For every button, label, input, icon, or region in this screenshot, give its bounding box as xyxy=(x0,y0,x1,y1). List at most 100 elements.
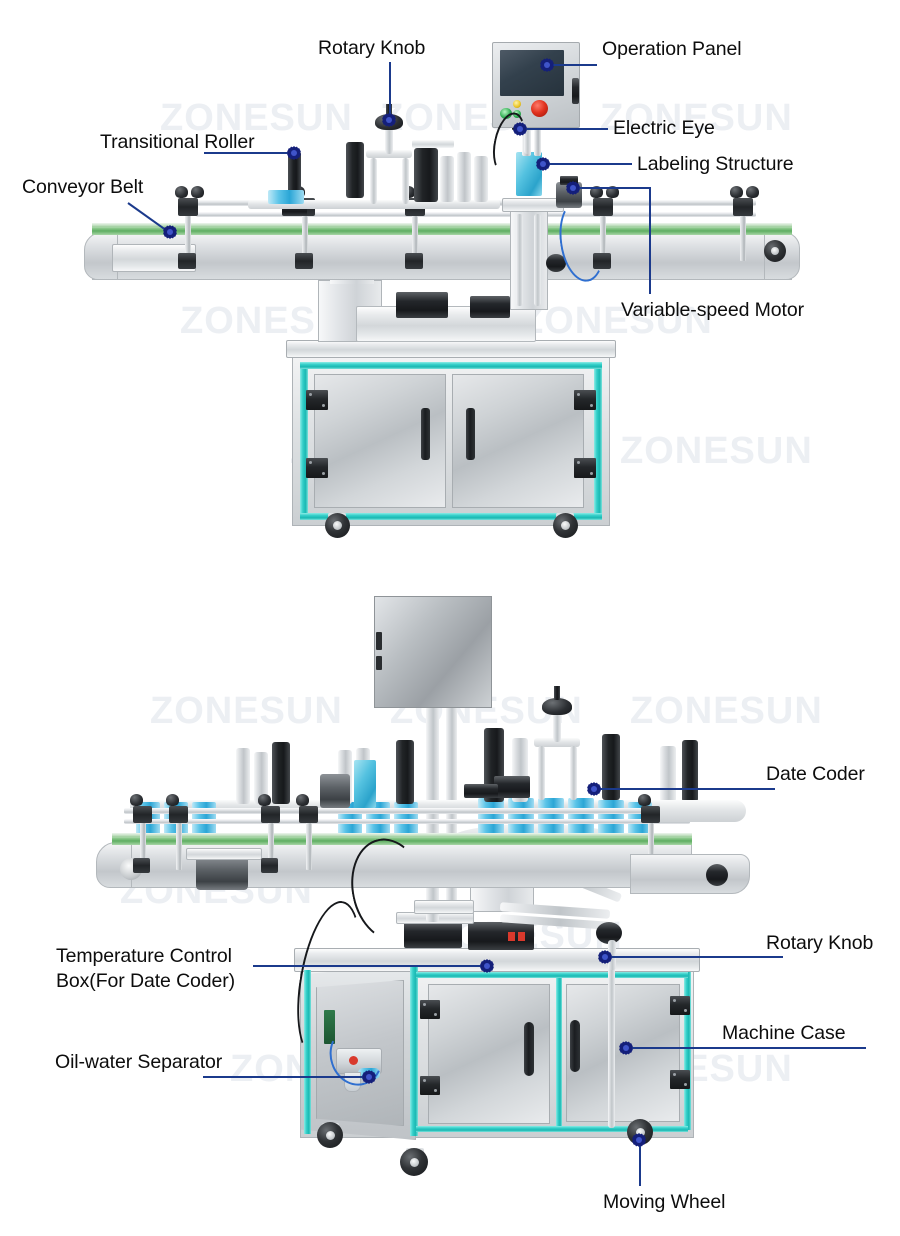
label-deck-plate xyxy=(248,200,500,209)
print-head xyxy=(494,776,530,798)
label-reel xyxy=(254,752,268,804)
bottle xyxy=(568,798,594,836)
annotation-label-rotary-knob: Rotary Knob xyxy=(318,37,426,59)
bottle xyxy=(538,798,564,836)
door-hinge xyxy=(574,458,596,478)
exit-roller xyxy=(706,864,728,886)
annotation-label-oil-water-separator: Oil-water Separator xyxy=(55,1051,223,1073)
conveyor-belt xyxy=(92,226,792,235)
marker-dot-transitional-roller xyxy=(287,146,301,160)
leader-line-rotary-knob xyxy=(605,956,783,958)
door-hinge xyxy=(420,1000,440,1019)
leader-line-transitional-roller xyxy=(204,152,294,154)
cabinet-frame-top-rail xyxy=(416,972,688,978)
door-handle-right[interactable] xyxy=(466,408,475,460)
bottle xyxy=(508,798,534,836)
leader-line-electric-eye xyxy=(520,128,608,130)
label-reel xyxy=(440,156,454,202)
marker-dot-electric-eye xyxy=(513,122,527,136)
reel-bracket xyxy=(412,140,454,148)
emergency-stop-button[interactable] xyxy=(531,100,548,117)
coder-column-base xyxy=(414,900,474,914)
leader-line-date-coder xyxy=(594,788,775,790)
temp-box-indicator xyxy=(518,932,525,941)
annotation-label-operation-panel: Operation Panel xyxy=(602,38,742,60)
conveyor-drive-motor xyxy=(196,856,248,890)
pressure-indicator-red xyxy=(349,1056,358,1065)
label-reel-core xyxy=(346,142,364,198)
door-hinge xyxy=(420,1076,440,1095)
labeling-guide-tube xyxy=(534,126,541,156)
label-reel xyxy=(236,748,250,804)
conveyor-belt-surface xyxy=(92,223,792,227)
door-hinge xyxy=(574,390,596,410)
caster-hub xyxy=(561,521,570,530)
cabinet-frame-bottom xyxy=(300,513,602,520)
leader-line-operation-panel xyxy=(547,64,597,66)
rotary-knob-top-deck[interactable] xyxy=(542,698,572,715)
door-hinge xyxy=(670,1070,690,1089)
annotation-label-date-coder: Date Coder xyxy=(766,763,865,785)
annotation-label-labeling-structure: Labeling Structure xyxy=(637,153,794,175)
marker-dot-temperature-control-box xyxy=(480,959,494,973)
panel-side-bracket xyxy=(572,78,579,104)
cabinet-frame-bottom-rail xyxy=(416,1126,688,1132)
cabinet-frame-left xyxy=(300,362,308,520)
conveyor-exit-plate xyxy=(660,800,746,822)
leader-line-temperature-control-box xyxy=(253,965,487,967)
door-handle-left[interactable] xyxy=(524,1022,534,1076)
indicator-lamp-green xyxy=(513,110,521,118)
guide-rail-lower xyxy=(196,212,756,217)
panel-support-post xyxy=(524,128,531,154)
door-hinge xyxy=(306,458,328,478)
marker-dot-variable-speed-motor xyxy=(566,181,580,195)
support-pillar xyxy=(538,746,545,800)
label-reel-core xyxy=(414,148,438,202)
top-knob-platform xyxy=(534,738,580,747)
labeling-head-plate xyxy=(502,198,564,212)
cabinet-frame-mid xyxy=(556,972,562,1132)
coder-column xyxy=(426,706,439,922)
door-handle-right[interactable] xyxy=(570,1020,580,1072)
figure-bottom-view: ZONESUN ZONESUN ZONESUN ZONESUN ZONESUN … xyxy=(0,570,900,1236)
label-reel-core xyxy=(396,740,414,804)
conveyor-exit-frame xyxy=(630,854,750,894)
door-support-rod xyxy=(608,954,615,1128)
support-pillar xyxy=(570,746,577,800)
figure-top-view: ZONESUN ZONESUN ZONESUN ZONESUN ZONESUN … xyxy=(0,0,900,570)
annotation-label-variable-speed-motor: Variable-speed Motor xyxy=(621,299,804,321)
control-box xyxy=(396,292,448,318)
knob-stem xyxy=(554,686,560,700)
annotation-label-machine-case: Machine Case xyxy=(722,1022,846,1044)
cabinet-frame-corner xyxy=(410,966,418,1136)
operation-panel-screen[interactable] xyxy=(500,50,564,96)
bottle xyxy=(598,800,624,836)
leader-line-variable-speed-motor-v xyxy=(649,187,651,294)
door-handle-left[interactable] xyxy=(421,408,430,460)
watermark: ZONESUN xyxy=(630,690,823,732)
caster-hub xyxy=(333,521,342,530)
drive-motor xyxy=(320,774,350,808)
label-reel xyxy=(660,746,676,802)
temp-box-indicator xyxy=(508,932,515,941)
annotation-label-temperature-control-box: Temperature Control Box(For Date Coder) xyxy=(56,945,236,992)
indicator-lamp-yellow xyxy=(513,100,521,108)
watermark: ZONESUN xyxy=(620,430,813,472)
conveyor-belt-surface xyxy=(112,833,692,837)
knob-adjust-post xyxy=(608,940,616,970)
support-pillar xyxy=(402,158,409,204)
labeling-head-knob[interactable] xyxy=(546,254,566,272)
date-coder-latch xyxy=(376,632,382,650)
label-reel-core xyxy=(602,734,620,800)
rotary-knob[interactable] xyxy=(596,922,622,944)
cabinet-frame-right xyxy=(594,362,602,520)
leader-line-oil-water-separator xyxy=(203,1076,369,1078)
deck-equipment-block xyxy=(404,922,462,948)
sensor-head-green xyxy=(500,108,512,119)
marker-dot-moving-wheel xyxy=(632,1133,646,1147)
cabinet-top-deck xyxy=(286,340,616,358)
motor-mount-plate xyxy=(186,848,262,860)
cabinet-top-deck xyxy=(294,948,700,972)
leader-line-moving-wheel xyxy=(639,1142,641,1186)
leader-line-labeling-structure xyxy=(543,163,632,165)
